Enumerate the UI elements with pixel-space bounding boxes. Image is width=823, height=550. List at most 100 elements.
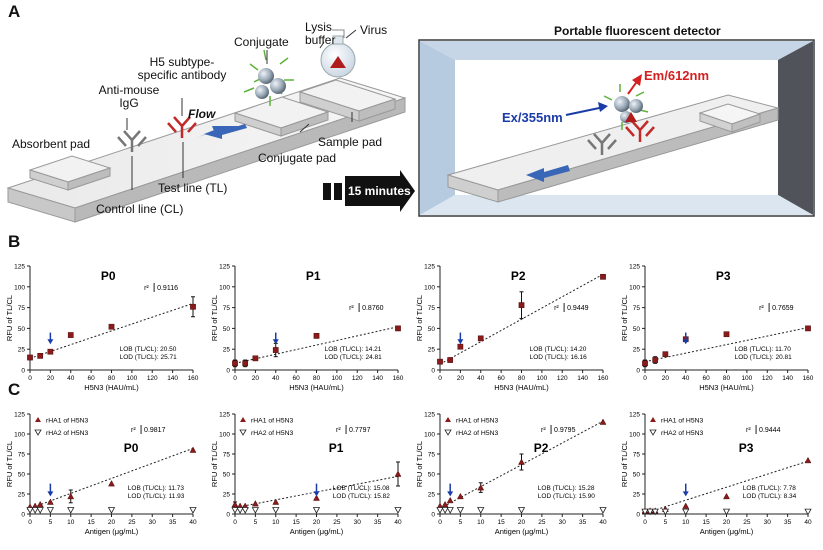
r2-symbol: r² — [131, 427, 136, 434]
x-tick-label: 25 — [333, 519, 341, 526]
x-tick-label: 60 — [293, 375, 301, 382]
x-tick-label: 80 — [518, 375, 526, 382]
x-tick-label: 20 — [662, 375, 670, 382]
label-emission: Em/612nm — [644, 68, 710, 83]
data-point — [313, 333, 320, 339]
x-tick-label: 40 — [599, 519, 607, 526]
x-tick-label: 160 — [393, 375, 404, 382]
x-tick-label: 35 — [169, 519, 177, 526]
legend-marker — [444, 429, 452, 436]
x-tick-label: 25 — [128, 519, 136, 526]
y-tick-label: 100 — [424, 432, 435, 439]
data-point — [641, 508, 649, 516]
x-tick-label: 80 — [108, 375, 116, 382]
lod-label: LOD (TL/CL): 20.81 — [735, 354, 792, 361]
legend-marker — [445, 417, 451, 422]
lob-label: LOB (TL/CL): 15.08 — [333, 485, 390, 492]
y-tick-label: 100 — [219, 284, 230, 291]
detection-arrowhead — [447, 491, 454, 497]
y-tick-label: 75 — [18, 305, 26, 312]
y-tick-label: 75 — [633, 452, 641, 459]
data-point — [682, 502, 690, 509]
chart-title: P2 — [511, 269, 526, 283]
data-point — [642, 360, 648, 367]
r2-symbol: r² — [541, 427, 546, 434]
x-tick-label: 120 — [147, 375, 158, 382]
x-tick-label: 20 — [518, 519, 526, 526]
data-point — [518, 458, 525, 465]
data-point — [441, 507, 449, 514]
lob-label: LOB (TL/CL): 11.70 — [735, 346, 792, 353]
legend-marker — [650, 417, 656, 422]
data-point — [518, 302, 525, 308]
data-point — [46, 507, 55, 514]
control-line-antibody-icon — [117, 130, 147, 152]
chart-title: P3 — [716, 269, 731, 283]
x-tick-label: 60 — [703, 375, 711, 382]
y-tick-label: 100 — [14, 432, 25, 439]
y-axis-label: RFU of TL/CL — [5, 441, 14, 487]
y-axis-label: RFU of TL/CL — [415, 441, 424, 487]
data-point — [231, 507, 239, 514]
y-tick-label: 0 — [431, 368, 435, 375]
x-tick-label: 10 — [682, 519, 690, 526]
panel-letter-c: C — [8, 380, 21, 399]
x-tick-label: 120 — [352, 375, 363, 382]
y-axis-label: RFU of TL/CL — [415, 295, 424, 341]
data-point — [477, 335, 484, 342]
y-tick-label: 25 — [633, 492, 641, 499]
data-point — [231, 500, 239, 508]
y-tick-label: 125 — [629, 412, 640, 419]
y-axis-label: RFU of TL/CL — [210, 441, 219, 487]
label-time-arrow: 15 minutes — [348, 184, 411, 198]
detector-control-antibody-icon — [587, 133, 617, 155]
legend-label: rHA2 of H5N3 — [251, 430, 294, 437]
r2-value: 0.8760 — [362, 305, 384, 312]
x-tick-label: 5 — [459, 519, 463, 526]
data-point — [108, 480, 115, 487]
r2-value: 0.9444 — [759, 427, 781, 434]
data-point — [272, 347, 279, 353]
x-tick-label: 30 — [149, 519, 157, 526]
detection-arrowhead — [313, 491, 320, 497]
x-tick-label: 0 — [28, 375, 32, 382]
lob-label: LOB (TL/CL): 20.50 — [120, 346, 177, 353]
x-tick-label: 40 — [394, 519, 402, 526]
x-tick-label: 25 — [743, 519, 751, 526]
r2-symbol: r² — [144, 285, 149, 292]
x-tick-label: 20 — [723, 519, 731, 526]
data-point — [67, 332, 74, 338]
detection-arrowhead — [47, 491, 54, 497]
x-tick-label: 40 — [272, 375, 280, 382]
data-point — [662, 351, 669, 358]
data-point — [108, 323, 115, 330]
label-h5-antibody: H5 subtype- specific antibody — [137, 55, 227, 82]
x-tick-label: 5 — [49, 519, 53, 526]
x-tick-label: 100 — [741, 375, 752, 382]
data-point — [600, 273, 606, 280]
y-tick-label: 75 — [428, 305, 436, 312]
chart-title: P1 — [306, 269, 321, 283]
x-axis-label: Antigen (μg/mL) — [700, 527, 754, 536]
x-axis-label: H5N3 (HAU/mL) — [289, 383, 344, 392]
x-axis-label: Antigen (μg/mL) — [495, 527, 549, 536]
r2-symbol: r² — [759, 305, 764, 312]
data-point — [437, 358, 443, 365]
x-tick-label: 40 — [477, 375, 485, 382]
data-point — [67, 507, 75, 514]
fit-line — [644, 460, 809, 514]
data-point — [251, 500, 259, 507]
detection-arrowhead — [47, 339, 54, 345]
data-point — [394, 507, 402, 514]
y-tick-label: 25 — [428, 347, 436, 354]
data-point — [436, 507, 444, 514]
data-point — [456, 492, 464, 500]
data-point — [723, 492, 730, 500]
lob-label: LOB (TL/CL): 14.20 — [530, 346, 587, 353]
x-tick-label: 80 — [313, 375, 321, 382]
data-point — [517, 507, 526, 514]
label-conjugate-pad: Conjugate pad — [258, 151, 337, 165]
